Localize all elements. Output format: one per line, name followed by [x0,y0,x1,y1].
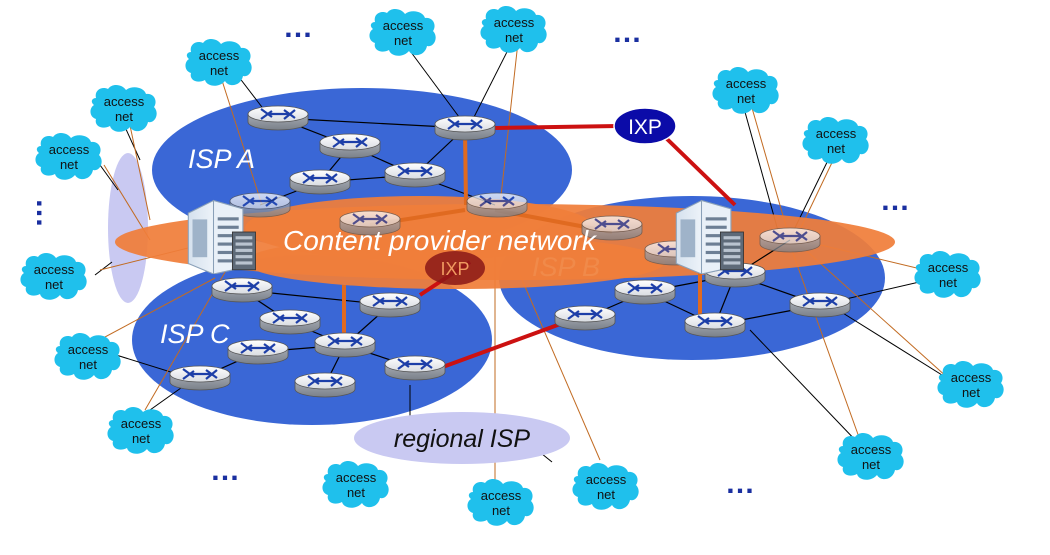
ellipsis-left: … [30,198,63,228]
access-net-label: access [726,76,767,91]
access-net-label: access [49,142,90,157]
access-net-label: access [494,15,535,30]
access-net-label: access [928,260,969,275]
access-net-label: net [115,109,133,124]
regional-isp-label: regional ISP [394,425,531,453]
isp-b-label: ISP B [532,252,600,282]
router-icon [383,355,447,381]
ixp-middle: IXP [425,251,485,285]
access-net-label: access [851,442,892,457]
access-net-label: access [586,472,627,487]
access-net-label: access [336,470,377,485]
router-icon [318,133,382,159]
ellipsis-bottom-left: … [210,454,240,487]
access-net-label: net [862,457,880,472]
access-net-label: net [60,157,78,172]
router-icon [288,169,352,195]
ellipsis-top-left: … [283,11,313,44]
router-icon [758,227,822,253]
isp-a-label: ISP A [188,144,255,174]
access-net-label: access [104,94,145,109]
access-net-label: access [383,18,424,33]
router-icon [788,292,852,318]
access-net-label: access [121,416,162,431]
router-icon [293,372,357,398]
access-net-label: net [939,275,957,290]
router-icon [465,192,529,218]
router-icon [553,305,617,331]
router-icon [258,309,322,335]
ellipsis-bottom-right: … [725,467,755,500]
access-net-label: net [132,431,150,446]
content-provider-label: Content provider network [283,225,598,256]
access-net-label: net [45,277,63,292]
access-net-label: access [481,488,522,503]
access-net-label: access [199,48,240,63]
access-net-label: net [505,30,523,45]
access-net-label: net [394,33,412,48]
access-net-label: net [210,63,228,78]
ellipsis-right: … [880,184,910,217]
router-icon [168,365,232,391]
access-net-label: net [962,385,980,400]
side-isp-region [108,153,148,303]
access-net-label: net [79,357,97,372]
access-net-label: net [827,141,845,156]
access-nets: accessnetaccessnetaccessnetaccessnetacce… [20,5,1004,526]
access-net-label: net [737,91,755,106]
regional-isp: regional ISP [354,412,570,464]
access-net-label: access [816,126,857,141]
router-icon [358,292,422,318]
router-icon [383,162,447,188]
access-net-label: net [597,487,615,502]
router-icon [313,332,377,358]
access-net-label: access [68,342,109,357]
access-net-label: net [347,485,365,500]
router-icon [226,339,290,365]
access-net-label: access [951,370,992,385]
ellipses: … … … … … … [30,11,910,500]
router-icon [210,277,274,303]
router-icon [246,105,310,131]
router-icon [613,279,677,305]
router-icon [683,312,747,338]
router-icon [433,115,497,141]
isp-c-label: ISP C [160,319,230,349]
ellipsis-top-right: … [612,16,642,49]
access-net-label: net [492,503,510,518]
access-net-label: access [34,262,75,277]
ixp-top-label: IXP [628,116,662,139]
ixp-middle-label: IXP [440,259,469,279]
ixp-top: IXP [613,107,677,145]
